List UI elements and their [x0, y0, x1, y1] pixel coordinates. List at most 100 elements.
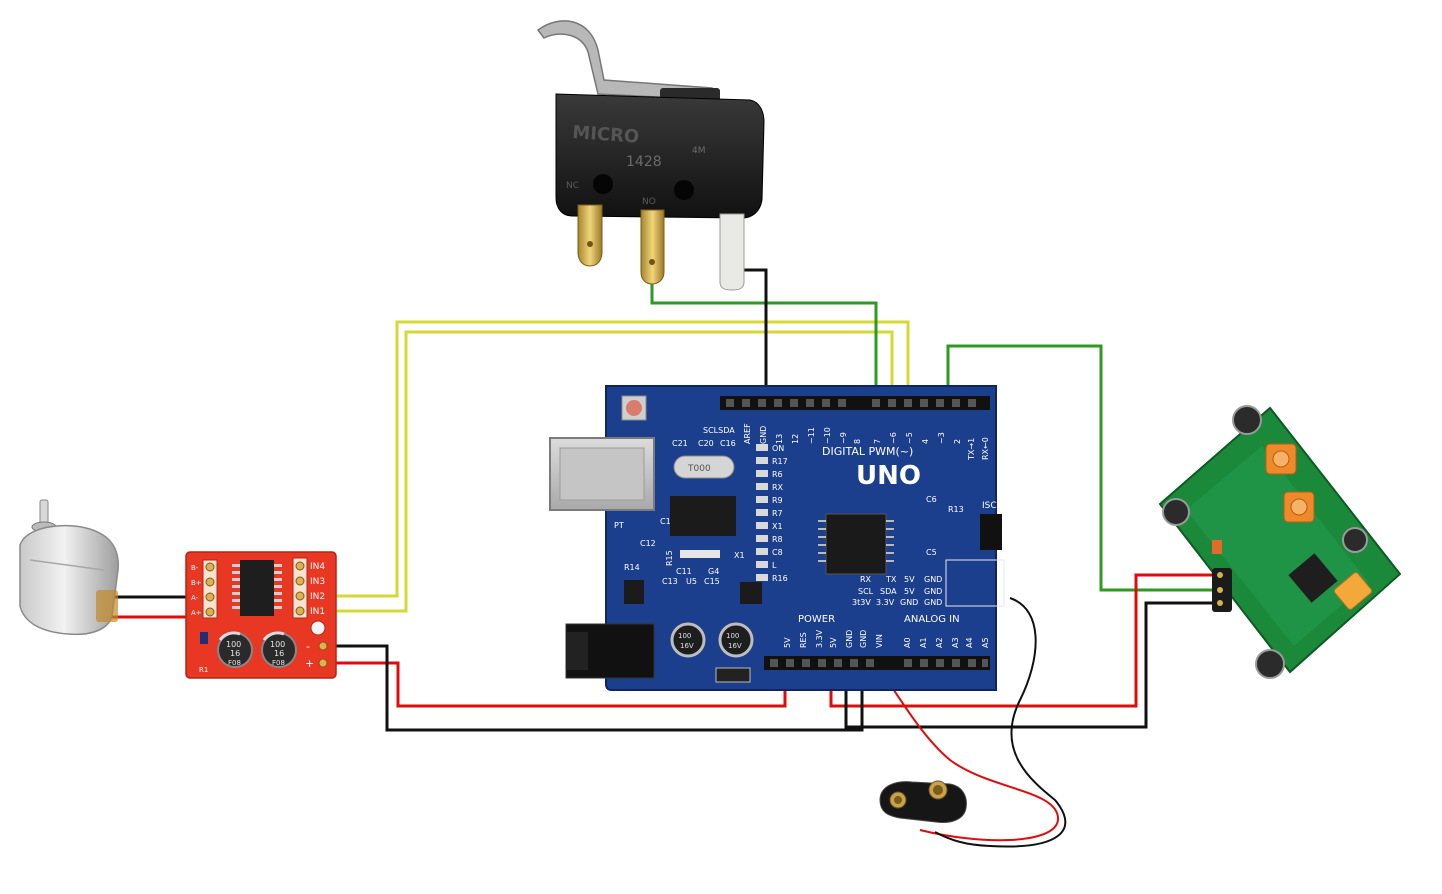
pin-3: ~3	[937, 432, 946, 444]
label-c6: C6	[926, 495, 937, 504]
label-c21: C21	[672, 439, 688, 448]
switch-pin-no: NO	[642, 197, 656, 207]
pin-aref: AREF	[743, 423, 752, 444]
led-x1: X1	[772, 522, 783, 531]
analog-a2: A2	[935, 637, 944, 648]
driver-capacitor-1: 100 16 F08	[217, 631, 253, 668]
driver-capacitor-2: 100 16 F08	[261, 631, 297, 668]
pwr-5v-a: 5V	[783, 637, 792, 648]
driver-out-b-minus: B-	[191, 564, 199, 572]
pwr-3v3: 3.3V	[815, 629, 824, 648]
wire-red-driver	[323, 661, 787, 708]
wire-green-switch	[650, 262, 878, 397]
switch-brand: MICRO	[572, 122, 640, 148]
led-r9: R9	[772, 496, 783, 505]
driver-cap1-code: F08	[228, 659, 241, 667]
micro-switch-icon: MICRO 1428 4M NC NO	[536, 20, 765, 291]
analog-a4: A4	[965, 637, 974, 648]
hdr-5v-2: 5V	[904, 587, 915, 596]
hdr-gnd-1: GND	[924, 575, 942, 584]
mcu-chip	[825, 513, 887, 575]
driver-out-b-plus: B+	[191, 579, 202, 587]
pin-7: 7	[873, 439, 882, 444]
label-g4: G4	[708, 567, 719, 576]
led-r6: R6	[772, 470, 783, 479]
label-c20: C20	[698, 439, 714, 448]
pwr-vin: VIN	[875, 634, 884, 648]
label-r13: R13	[948, 505, 964, 514]
pwr-res: RES	[799, 632, 808, 648]
crystal	[673, 455, 735, 479]
label-r14: R14	[624, 563, 640, 572]
wire-yellow-in2	[303, 320, 910, 598]
wire-black-pir	[844, 601, 1220, 729]
analog-a1: A1	[919, 637, 928, 648]
wire-yellow-in1	[303, 330, 894, 613]
pin-4: 4	[921, 439, 930, 444]
label-digital-pwm: DIGITAL PWM(~)	[822, 445, 913, 458]
label-r15: R15	[665, 550, 674, 566]
driver-out-a-plus: A+	[191, 609, 202, 617]
board-cap2-value: 100	[726, 632, 739, 640]
driver-power-minus: -	[306, 640, 310, 653]
motor-icon	[19, 499, 119, 636]
battery-clip-icon	[879, 780, 967, 823]
pin-2: 2	[953, 439, 962, 444]
led-r7: R7	[772, 509, 783, 518]
label-analog-in: ANALOG IN	[904, 614, 960, 625]
crystal-label: T000	[687, 464, 711, 474]
wire-green-pir	[946, 344, 1220, 592]
pin-gnd-top: GND	[759, 426, 768, 444]
pin-12: 12	[791, 434, 800, 444]
pwr-5v-b: 5V	[829, 637, 838, 648]
label-pt: PT	[614, 521, 624, 530]
led-l: L	[772, 561, 777, 570]
pin-tx: TX→1	[967, 438, 976, 461]
switch-pin-nc: NC	[566, 181, 579, 191]
pin-10: ~10	[823, 427, 832, 444]
driver-cap1-voltage: 16	[230, 649, 240, 658]
usb-chip	[670, 496, 736, 536]
pir-potentiometer-1	[1265, 443, 1297, 475]
hdr-3t3v: 3t3V	[852, 598, 871, 607]
label-c1: C1	[660, 517, 671, 526]
label-c11: C11	[676, 567, 692, 576]
hdr-gnd-4: GND	[924, 598, 942, 607]
hdr-sda: SDA	[880, 587, 897, 596]
label-power: POWER	[798, 614, 835, 625]
hdr-gnd-3: GND	[900, 598, 918, 607]
hdr-scl: SCL	[858, 587, 874, 596]
motor-driver-icon: B- B+ A- A+ IN4 IN3 IN2 IN1 100 16 F08 1…	[185, 551, 337, 679]
pwr-gnd-b: GND	[859, 630, 868, 648]
driver-cap2-code: F08	[272, 659, 285, 667]
driver-in2: IN2	[310, 592, 325, 602]
driver-in4: IN4	[310, 562, 325, 572]
i2c-header	[945, 559, 1005, 607]
board-capacitor-2: 100 16V	[718, 622, 754, 658]
pir-sensor-icon	[1158, 405, 1402, 679]
board-model: UNO	[856, 461, 921, 491]
pwr-gnd-a: GND	[845, 630, 854, 648]
label-u5: U5	[686, 577, 697, 586]
led-rx: RX	[772, 483, 784, 492]
wire-red-pir	[829, 573, 1220, 708]
pir-jumper	[1333, 572, 1373, 610]
pin-6: ~6	[889, 432, 898, 444]
driver-power-plus: +	[305, 657, 314, 670]
led-r16: R16	[772, 574, 788, 583]
switch-code: 1428	[626, 154, 662, 170]
arduino-board-icon: SCLSDA AREF GND 13 12 ~11 ~10 ~9 8 7 ~6 …	[549, 385, 1005, 691]
led-column: ON R17 R6 RX R9 R7 X1 R8 C8 L R16	[756, 444, 788, 583]
pin-rx: RX←0	[981, 437, 990, 460]
driver-cap2-voltage: 16	[274, 649, 284, 658]
analog-a3: A3	[951, 637, 960, 648]
hdr-3v3: 3.3V	[876, 598, 895, 607]
pin-13: 13	[775, 434, 784, 444]
switch-rating: 4M	[692, 146, 706, 156]
wire-black-battery	[934, 597, 1067, 848]
analog-a0: A0	[903, 637, 912, 648]
label-c15: C15	[704, 577, 720, 586]
led-on: ON	[772, 444, 784, 453]
driver-in3: IN3	[310, 577, 325, 587]
pir-potentiometer-2	[1283, 491, 1315, 523]
